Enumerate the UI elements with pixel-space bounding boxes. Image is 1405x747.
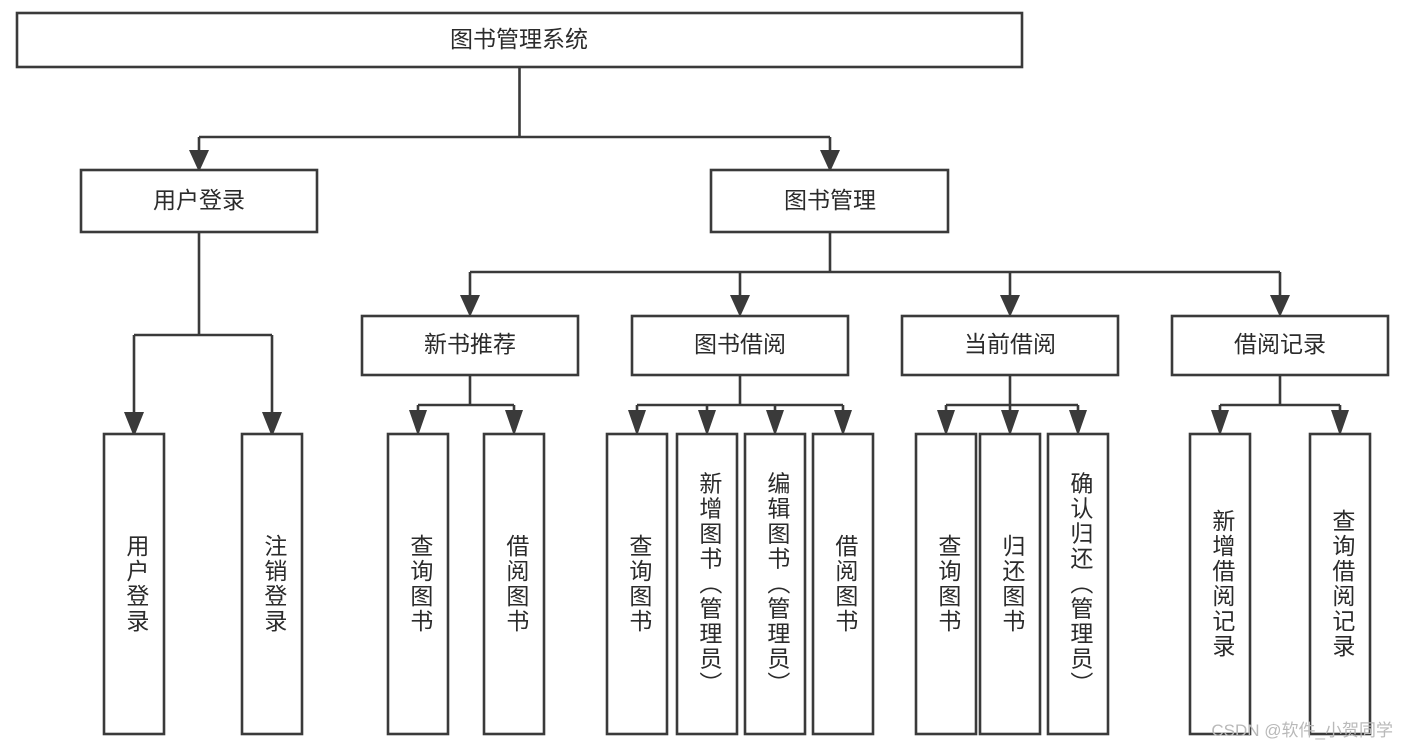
node-current-borrow-box[interactable] bbox=[900, 314, 1120, 377]
node-leaf-add-borrow-record[interactable]: 新增借阅记录 bbox=[1188, 432, 1252, 736]
node-leaf-return-books-box[interactable] bbox=[978, 432, 1042, 736]
node-leaf-add-book-admin-label: 新增图书（管理员） bbox=[696, 472, 723, 697]
node-leaf-query-books-1-box[interactable] bbox=[386, 432, 450, 736]
arrow-icon-leaf-add-book-admin bbox=[698, 410, 716, 436]
node-leaf-user-login-label: 用户登录 bbox=[123, 534, 150, 634]
node-leaf-query-borrow-record-box[interactable] bbox=[1308, 432, 1372, 736]
node-borrow-record-box[interactable] bbox=[1170, 314, 1390, 377]
arrow-icon-leaf-query-books-3 bbox=[937, 410, 955, 436]
node-leaf-add-borrow-record-box[interactable] bbox=[1188, 432, 1252, 736]
node-book-borrow-box[interactable] bbox=[630, 314, 850, 377]
node-book-management-label: 图书管理 bbox=[784, 187, 876, 213]
arrow-icon-leaf-borrow-books-2 bbox=[834, 410, 852, 436]
arrow-icon-leaf-return-books bbox=[1001, 410, 1019, 436]
arrow-icon-leaf-user-login bbox=[124, 412, 144, 437]
node-leaf-logout-box[interactable] bbox=[240, 432, 304, 736]
node-leaf-return-books[interactable]: 归还图书 bbox=[978, 432, 1042, 736]
node-leaf-borrow-books-1-label: 借阅图书 bbox=[503, 534, 530, 634]
node-leaf-add-book-admin[interactable]: 新增图书（管理员） bbox=[675, 432, 739, 736]
arrow-icon-leaf-edit-book-admin bbox=[766, 410, 784, 436]
node-leaf-add-book-admin-box[interactable] bbox=[675, 432, 739, 736]
arrow-icon-leaf-logout bbox=[262, 412, 282, 437]
node-leaf-logout-label: 注销登录 bbox=[261, 534, 288, 634]
node-new-book-recommend-box[interactable] bbox=[360, 314, 580, 377]
node-book-borrow-label: 图书借阅 bbox=[694, 331, 786, 357]
node-leaf-query-books-3[interactable]: 查询图书 bbox=[914, 432, 978, 736]
arrow-icon-leaf-confirm-return-admin bbox=[1069, 410, 1087, 436]
node-leaf-query-borrow-record-label: 查询借阅记录 bbox=[1329, 509, 1356, 659]
node-book-borrow[interactable]: 图书借阅 bbox=[630, 314, 850, 377]
node-leaf-query-books-3-box[interactable] bbox=[914, 432, 978, 736]
node-current-borrow-label: 当前借阅 bbox=[964, 331, 1056, 357]
node-leaf-borrow-books-2-label: 借阅图书 bbox=[832, 534, 859, 634]
arrow-heads bbox=[124, 150, 1349, 437]
node-user-login-box[interactable] bbox=[79, 168, 319, 234]
node-borrow-record-label: 借阅记录 bbox=[1234, 331, 1326, 357]
node-leaf-borrow-books-2-box[interactable] bbox=[811, 432, 875, 736]
node-leaf-add-borrow-record-label: 新增借阅记录 bbox=[1209, 509, 1236, 659]
node-book-management[interactable]: 图书管理 bbox=[709, 168, 950, 234]
node-leaf-query-books-1-label: 查询图书 bbox=[407, 534, 434, 634]
arrow-icon-leaf-add-borrow-record bbox=[1211, 410, 1229, 436]
node-user-login-label: 用户登录 bbox=[153, 187, 245, 213]
node-leaf-query-books-3-label: 查询图书 bbox=[935, 534, 962, 634]
arrow-icon-leaf-query-books-2 bbox=[628, 410, 646, 436]
node-leaf-user-login[interactable]: 用户登录 bbox=[102, 432, 166, 736]
node-new-book-recommend-label: 新书推荐 bbox=[424, 331, 516, 357]
arrow-icon-borrow-record bbox=[1270, 295, 1290, 317]
arrow-icon-book-management bbox=[820, 150, 840, 172]
node-root-label: 图书管理系统 bbox=[450, 26, 588, 52]
node-root-box[interactable] bbox=[15, 11, 1024, 69]
node-leaf-user-login-box[interactable] bbox=[102, 432, 166, 736]
node-leaf-confirm-return-admin-box[interactable] bbox=[1046, 432, 1110, 736]
node-leaf-query-borrow-record[interactable]: 查询借阅记录 bbox=[1308, 432, 1372, 736]
arrow-icon-leaf-query-borrow-record bbox=[1331, 410, 1349, 436]
arrow-icon-book-borrow bbox=[730, 295, 750, 317]
node-leaf-query-books-2[interactable]: 查询图书 bbox=[605, 432, 669, 736]
arrow-icon-leaf-borrow-books-1 bbox=[505, 410, 523, 436]
arrow-icon-new-book-recommend bbox=[460, 295, 480, 317]
node-leaf-borrow-books-1-box[interactable] bbox=[482, 432, 546, 736]
arrow-icon-leaf-query-books-1 bbox=[409, 410, 427, 436]
node-leaf-confirm-return-admin[interactable]: 确认归还（管理员） bbox=[1046, 432, 1110, 736]
node-leaf-query-books-2-box[interactable] bbox=[605, 432, 669, 736]
node-leaf-edit-book-admin-label: 编辑图书（管理员） bbox=[764, 472, 791, 697]
arrow-icon-current-borrow bbox=[1000, 295, 1020, 317]
node-leaf-query-books-1[interactable]: 查询图书 bbox=[386, 432, 450, 736]
arrow-icon-user-login bbox=[189, 150, 209, 172]
node-leaf-return-books-label: 归还图书 bbox=[999, 534, 1026, 634]
node-leaf-edit-book-admin-box[interactable] bbox=[743, 432, 807, 736]
node-leaf-query-books-2-label: 查询图书 bbox=[626, 534, 653, 634]
node-user-login[interactable]: 用户登录 bbox=[79, 168, 319, 234]
watermark-text: CSDN @软件_小贺同学 bbox=[1211, 721, 1393, 740]
node-leaf-confirm-return-admin-label: 确认归还（管理员） bbox=[1067, 472, 1094, 697]
node-leaf-borrow-books-2[interactable]: 借阅图书 bbox=[811, 432, 875, 736]
node-leaf-logout[interactable]: 注销登录 bbox=[240, 432, 304, 736]
node-current-borrow[interactable]: 当前借阅 bbox=[900, 314, 1120, 377]
node-book-management-box[interactable] bbox=[709, 168, 950, 234]
node-root[interactable]: 图书管理系统 bbox=[15, 11, 1024, 69]
node-borrow-record[interactable]: 借阅记录 bbox=[1170, 314, 1390, 377]
node-leaf-edit-book-admin[interactable]: 编辑图书（管理员） bbox=[743, 432, 807, 736]
node-leaf-borrow-books-1[interactable]: 借阅图书 bbox=[482, 432, 546, 736]
node-new-book-recommend[interactable]: 新书推荐 bbox=[360, 314, 580, 377]
